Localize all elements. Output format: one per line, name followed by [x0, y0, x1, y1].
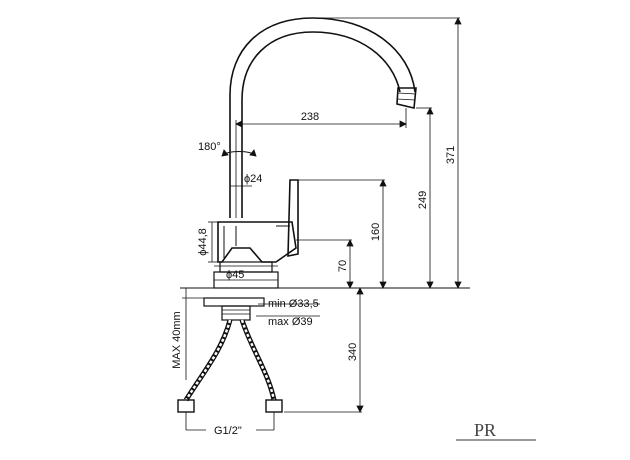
spout-reach-label: 238	[301, 111, 319, 123]
faucet-outline	[177, 17, 470, 413]
max-counter-label: MAX 40mm	[171, 311, 183, 368]
dimension-lines	[182, 17, 462, 431]
below-counter-label: 340	[347, 343, 359, 361]
base-diameter-label: ϕ45	[226, 269, 244, 281]
base-height-label: 70	[337, 260, 349, 272]
pipe-diameter-label: ϕ24	[244, 173, 262, 185]
brand-logo: PR	[456, 420, 536, 441]
hole-max-label: max Ø39	[268, 316, 313, 328]
logo-text: PR	[474, 420, 496, 440]
lever-height-label: 160	[370, 223, 382, 241]
thread-label: G1/2"	[214, 425, 242, 437]
spout-height-label: 249	[417, 191, 429, 209]
rotation-label: 180°	[198, 141, 221, 153]
body-diameter-label: ϕ44,8	[197, 228, 209, 256]
hole-min-label: min Ø33,5	[268, 298, 319, 310]
total-height-label: 371	[445, 146, 457, 164]
